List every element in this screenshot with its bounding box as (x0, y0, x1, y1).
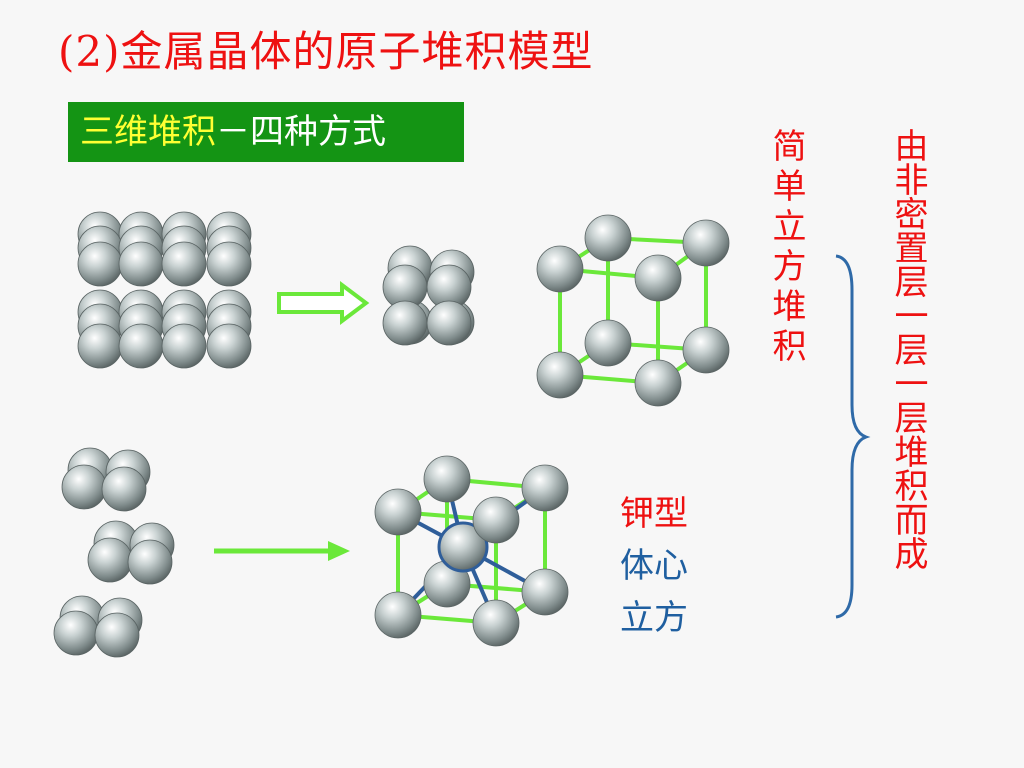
atom-sphere (127, 539, 173, 585)
atom-sphere (584, 319, 632, 367)
atom-sphere (472, 599, 520, 647)
atom-sphere (634, 359, 682, 407)
square-layer-diagram (77, 211, 252, 369)
atom-sphere (584, 214, 632, 262)
atom-sphere (101, 466, 147, 512)
atom-sphere (206, 241, 252, 287)
atom-sphere (536, 245, 584, 293)
atom-sphere (437, 521, 489, 573)
atom-sphere (521, 568, 569, 616)
atom-sphere (61, 464, 107, 510)
atom-sphere (682, 219, 730, 267)
page-title: (2)金属晶体的原子堆积模型 (58, 27, 594, 76)
small-cube-cluster (382, 245, 475, 346)
atom-sphere (161, 241, 207, 287)
atom-sphere (374, 488, 422, 536)
atom-sphere (682, 326, 730, 374)
simple-cubic-label: 简单立方堆积 (766, 128, 806, 368)
bcc-label-line3: 立方 (620, 598, 688, 638)
simple-cubic-cell (536, 214, 730, 407)
atom-sphere (536, 351, 584, 399)
atom-sphere (521, 464, 569, 512)
stacked-layer-pairs (53, 447, 175, 658)
atom-sphere (77, 323, 123, 369)
atom-sphere (423, 455, 471, 503)
bcc-label-line1: 钾型 (620, 494, 688, 534)
layer-stacking-label: 由非密置层一层一层堆积而成 (888, 128, 928, 570)
bcc-label: 钾型 体心 立方 (620, 488, 688, 644)
subtitle-highlight: 三维堆积 (80, 112, 216, 152)
bcc-label-line2: 体心 (620, 546, 688, 586)
atom-sphere (634, 254, 682, 302)
atom-sphere (206, 323, 252, 369)
atom-sphere (118, 323, 164, 369)
subtitle-rest: －四种方式 (216, 112, 386, 152)
solid-arrow-icon (214, 541, 350, 561)
atom-sphere (118, 241, 164, 287)
hollow-arrow-icon (277, 281, 370, 325)
subtitle-box: 三维堆积－四种方式 (68, 102, 464, 162)
atom-sphere (472, 496, 520, 544)
curly-brace-icon (835, 254, 871, 619)
atom-sphere (426, 300, 472, 346)
atom-sphere (374, 591, 422, 639)
atom-sphere (382, 300, 428, 346)
atom-sphere (53, 610, 99, 656)
bcc-cell (374, 455, 569, 647)
atom-sphere (77, 241, 123, 287)
atom-sphere (87, 537, 133, 583)
atom-sphere (94, 612, 140, 658)
atom-sphere (161, 323, 207, 369)
